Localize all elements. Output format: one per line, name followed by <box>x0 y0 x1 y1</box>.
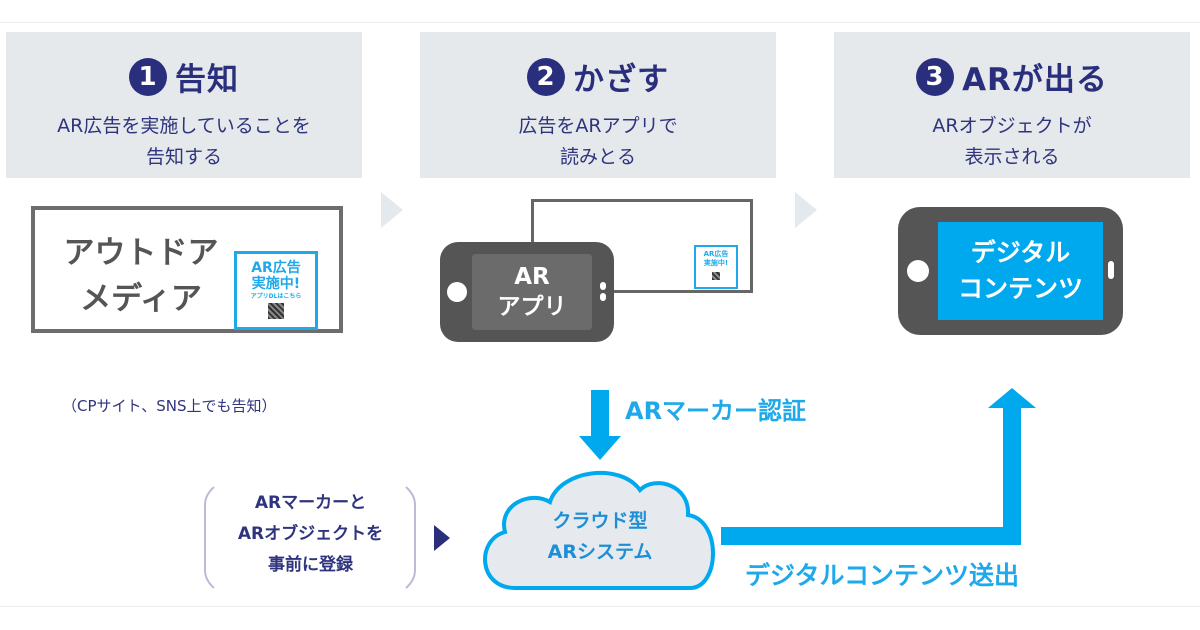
side-button-icon <box>600 293 606 301</box>
step-3-header: 3 ARが出る ARオブジェクトが 表示される <box>834 32 1190 178</box>
media-label: メディア <box>80 281 202 317</box>
ar-ad-badge: AR広告 実施中! アプリDLはこちら <box>234 251 318 330</box>
send-arrow-icon <box>721 388 1036 545</box>
content-label: コンテンツ <box>957 274 1083 303</box>
down-arrow-icon <box>579 390 621 460</box>
play-arrow-icon <box>434 525 450 551</box>
step-title: ARが出る <box>962 62 1108 98</box>
cloud-ar-system-label: クラウド型 ARシステム <box>547 510 653 563</box>
chevron-right-icon <box>381 192 403 228</box>
step-desc-line: AR広告を実施していることを <box>57 115 311 137</box>
home-button-icon <box>447 282 467 302</box>
home-button-icon <box>907 260 929 282</box>
step-1-header: 1 告知 AR広告を実施していることを 告知する <box>6 32 362 178</box>
step-desc-line: 広告をARアプリで <box>518 115 678 137</box>
cloud-icon <box>483 470 715 590</box>
app-label: AR <box>514 264 550 290</box>
smartphone-ar-app: AR アプリ <box>440 242 614 342</box>
step-desc-line: 告知する <box>145 146 222 168</box>
send-content-label: デジタルコンテンツ送出 <box>745 561 1020 590</box>
left-bracket-icon <box>204 486 215 589</box>
step-number-badge: 2 <box>527 57 565 96</box>
step-number-badge: 3 <box>916 57 955 96</box>
app-label: アプリ <box>497 294 567 320</box>
right-bracket-icon <box>405 486 416 589</box>
outdoor-media-billboard: アウトドア メディア AR広告 実施中! アプリDLはこちら <box>31 206 343 333</box>
marker-auth-label: ARマーカー認証 <box>625 397 807 425</box>
step-title: 告知 <box>175 62 239 98</box>
media-label: アウトドア <box>63 235 219 271</box>
qr-code-icon <box>712 272 720 280</box>
side-button-icon <box>1108 261 1114 279</box>
qr-code-icon <box>268 303 284 319</box>
step-desc-line: 読みとる <box>559 146 636 168</box>
step-desc-line: ARオブジェクトが <box>932 115 1092 137</box>
smartphone-digital-content: デジタル コンテンツ <box>898 207 1123 335</box>
chevron-right-icon <box>795 192 817 228</box>
step-desc-line: 表示される <box>964 146 1060 168</box>
step-number-badge: 1 <box>129 57 167 96</box>
ar-ad-badge: AR広告 実施中! <box>694 245 738 289</box>
notice-note: （CPサイト、SNS上でも告知） <box>62 397 277 415</box>
content-label: デジタル <box>970 238 1071 267</box>
step-title: かざす <box>573 62 669 98</box>
step-2-header: 2 かざす 広告をARアプリで 読みとる <box>420 32 776 178</box>
pre-registration-label: ARマーカーと ARオブジェクトを 事前に登録 <box>237 493 384 575</box>
side-button-icon <box>600 282 606 290</box>
